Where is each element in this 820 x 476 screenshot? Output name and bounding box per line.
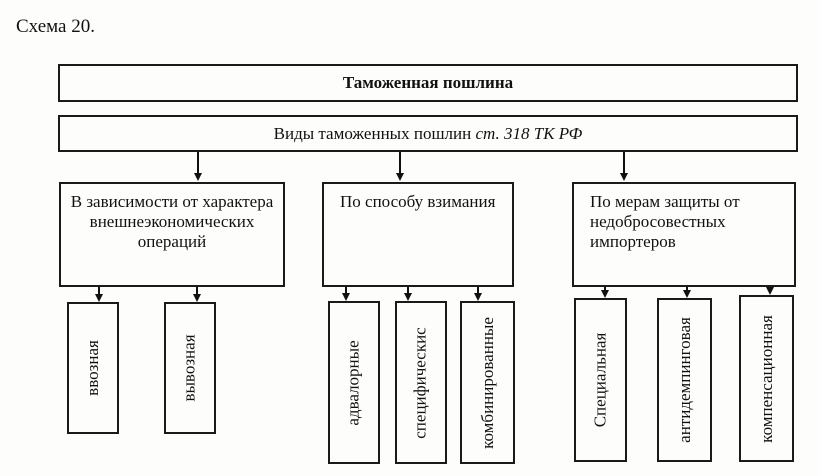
leaf-box-antidumping: антидемпинговая — [657, 298, 712, 462]
title-box: Таможенная пошлина — [58, 64, 798, 102]
category-box-operations: В зависимости от характера внешнеэкономи… — [59, 182, 285, 287]
category-box-collection-method: По способу взимания — [322, 182, 514, 287]
scheme-caption: Схема 20. — [16, 16, 95, 37]
subtitle-reference: ст. 318 ТК РФ — [475, 123, 583, 143]
category-box-protection-measures: По мерам защиты от недобросовестных импо… — [572, 182, 796, 287]
leaf-box-countervailing: компенсационная — [739, 295, 794, 462]
leaf-label: комбинированные — [477, 316, 497, 449]
leaf-label: Специальная — [590, 332, 610, 428]
leaf-label: ввозная — [83, 340, 102, 396]
leaf-box-export: вывозная — [164, 302, 216, 434]
category-label: По способу взимания — [340, 192, 496, 211]
leaf-box-specific: специфическис — [395, 301, 447, 464]
subtitle-text: Виды таможенных пошлин — [273, 123, 476, 143]
leaf-label: специфическис — [411, 326, 430, 439]
category-label: В зависимости от характера внешнеэкономи… — [70, 192, 274, 251]
leaf-label: адвалорные — [344, 339, 363, 426]
leaf-box-ad-valorem: адвалорные — [328, 301, 380, 464]
leaf-label: антидемпинговая — [674, 317, 694, 443]
leaf-box-special: Специальная — [574, 298, 627, 462]
subtitle-box: Виды таможенных пошлин ст. 318 ТК РФ — [58, 115, 798, 152]
leaf-box-import: ввозная — [67, 302, 119, 434]
leaf-box-combined: комбинированные — [460, 301, 515, 464]
leaf-label: вывозная — [180, 334, 200, 402]
leaf-label: компенсационная — [756, 314, 776, 443]
title-text: Таможенная пошлина — [342, 73, 514, 92]
category-label: По мерам защиты от недобросовестных импо… — [590, 192, 740, 251]
